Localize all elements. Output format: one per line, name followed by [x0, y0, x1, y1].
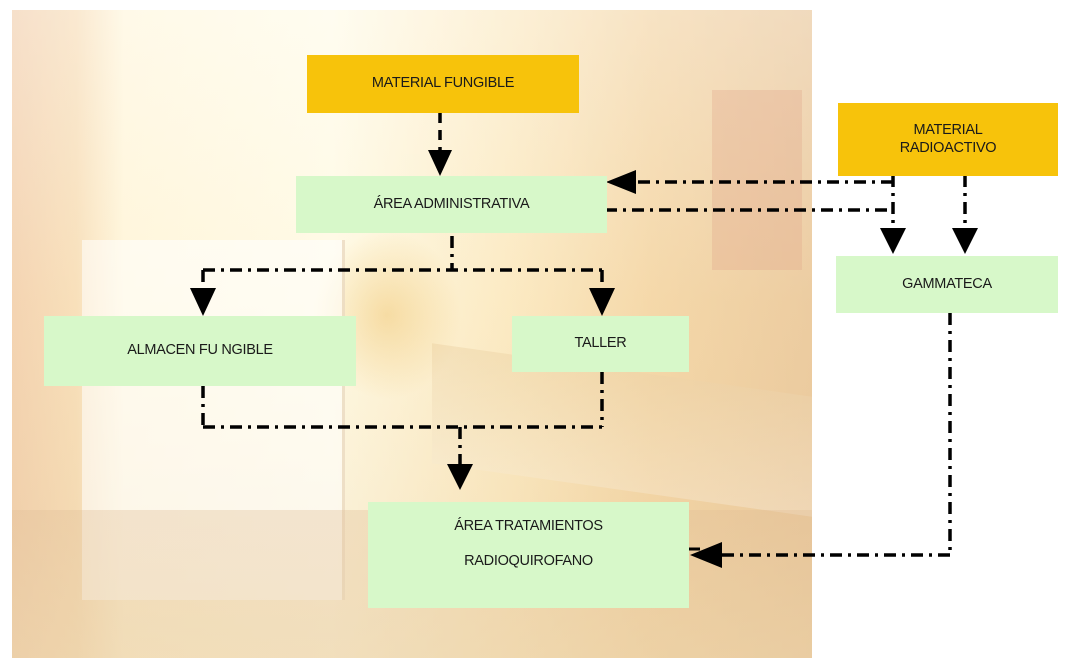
arrowhead-admin	[428, 150, 452, 176]
area-administrativa-label: ÁREA ADMINISTRATIVA	[373, 195, 530, 212]
almacen-fungible-box: ALMACEN FU NGIBLE	[44, 316, 356, 386]
gammateca-box: GAMMATECA	[836, 256, 1058, 313]
arrowhead-trat-top	[447, 464, 473, 490]
photo-shelf	[712, 90, 802, 270]
taller-label: TALLER	[574, 335, 627, 352]
taller-box: TALLER	[512, 316, 689, 372]
material-radioactivo-box: MATERIAL RADIOACTIVO	[838, 103, 1058, 176]
arrowhead-almacen	[190, 288, 216, 316]
material-radioactivo-label: MATERIAL RADIOACTIVO	[899, 122, 997, 156]
radioquirofano-label: RADIOQUIROFANO	[464, 553, 593, 570]
area-administrativa-box: ÁREA ADMINISTRATIVA	[296, 176, 607, 233]
arrowhead-trat-right	[690, 542, 722, 568]
area-tratamientos-box: ÁREA TRATAMIENTOS RADIOQUIROFANO	[368, 502, 689, 608]
area-tratamientos-label: ÁREA TRATAMIENTOS	[454, 518, 603, 534]
material-fungible-label: MATERIAL FUNGIBLE	[371, 75, 515, 92]
almacen-fungible-label: ALMACEN FU NGIBLE	[127, 342, 273, 359]
arrowhead-gamma-left	[880, 228, 906, 254]
arrowhead-admin-left	[606, 170, 636, 194]
arrowhead-gamma-right	[952, 228, 978, 254]
arrowhead-taller	[589, 288, 615, 316]
material-fungible-box: MATERIAL FUNGIBLE	[307, 55, 579, 113]
gammateca-label: GAMMATECA	[902, 275, 992, 292]
